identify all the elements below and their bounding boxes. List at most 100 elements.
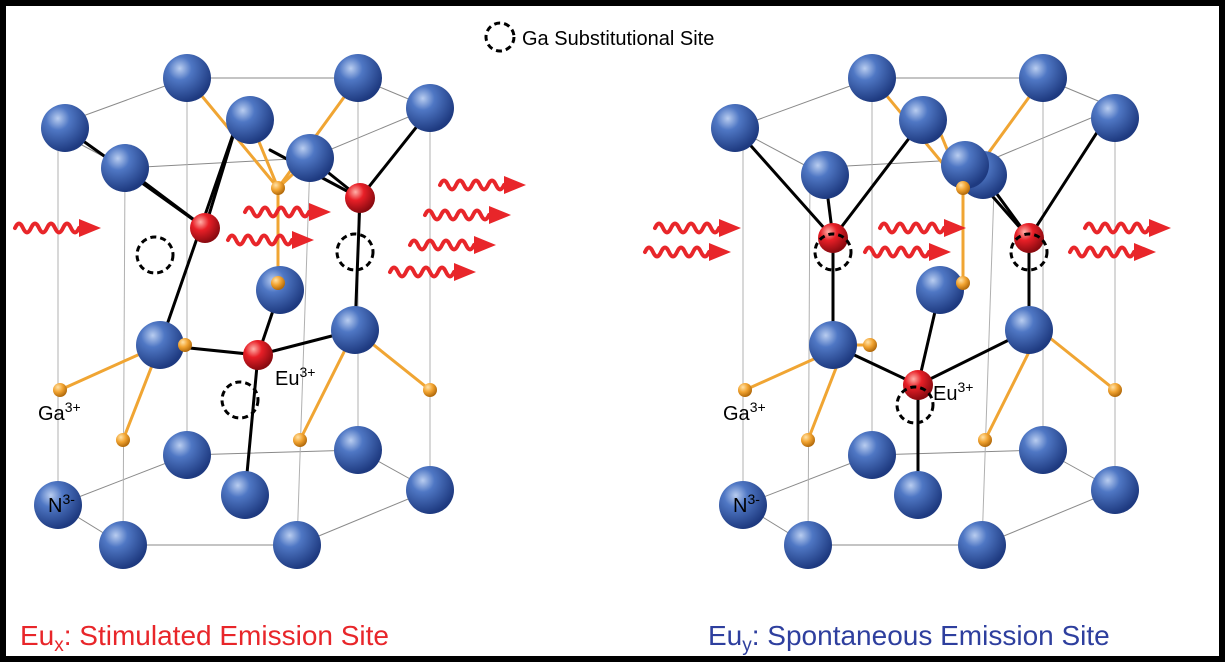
europium-atom	[818, 223, 848, 253]
nitrogen-atom	[273, 521, 321, 569]
eu-ion-label: Eu3+	[933, 379, 973, 405]
eu-n-bond	[733, 126, 835, 240]
lattice-edge	[871, 449, 1044, 456]
caption-euy-sub: y	[742, 635, 752, 656]
ga-ion-label: Ga3+	[38, 399, 81, 425]
nitrogen-atom	[958, 521, 1006, 569]
lattice-vertical	[807, 169, 811, 546]
gallium-atom	[978, 433, 992, 447]
nitrogen-atom	[163, 431, 211, 479]
lattice-edge	[124, 157, 311, 169]
ga-ion-label: Ga3+	[723, 399, 766, 425]
photon-arrow	[878, 219, 966, 237]
caption-euy-main: Eu	[708, 620, 742, 651]
gallium-atom	[801, 433, 815, 447]
nitrogen-atom	[163, 54, 211, 102]
caption-eux-rest: : Stimulated Emission Site	[64, 620, 389, 651]
lattice-vertical	[981, 159, 996, 546]
nitrogen-atom	[809, 321, 857, 369]
caption-euy: Euy: Spontaneous Emission Site	[708, 620, 1110, 656]
lattice-vertical	[296, 159, 311, 546]
gallium-atom	[293, 433, 307, 447]
eu-n-bond	[1027, 118, 1107, 240]
legend: Ga Substitutional Site	[484, 21, 714, 53]
ga-substitutional-site	[895, 385, 935, 425]
nitrogen-atom	[334, 426, 382, 474]
nitrogen-atom	[101, 144, 149, 192]
nitrogen-atom	[99, 521, 147, 569]
ga-substitutional-site	[135, 235, 175, 275]
lattice-edge	[186, 449, 359, 456]
n-ion-label: N3-	[48, 491, 75, 517]
n-ion-label: N3-	[733, 491, 760, 517]
nitrogen-atom	[334, 54, 382, 102]
left-panel-eux: Eu3+ Ga3+ N3-	[13, 54, 526, 569]
gallium-atom	[423, 383, 437, 397]
nitrogen-atom	[1019, 426, 1067, 474]
photon-arrow	[643, 243, 731, 261]
nitrogen-atom	[1019, 54, 1067, 102]
nitrogen-atom	[331, 306, 379, 354]
caption-eux-main: Eu	[20, 620, 54, 651]
eu-ion-label: Eu3+	[275, 364, 315, 390]
nitrogen-atom	[286, 134, 334, 182]
nitrogen-atom	[801, 151, 849, 199]
substitutional-site-icon	[484, 21, 516, 53]
photon-arrow	[226, 231, 314, 249]
caption-euy-rest: : Spontaneous Emission Site	[752, 620, 1110, 651]
nitrogen-atom	[41, 104, 89, 152]
nitrogen-atom	[1091, 466, 1139, 514]
gallium-atom	[863, 338, 877, 352]
photon-arrow	[243, 203, 331, 221]
gallium-atom	[116, 433, 130, 447]
nitrogen-atom	[34, 481, 82, 529]
gallium-atom	[956, 276, 970, 290]
europium-atom	[1014, 223, 1044, 253]
europium-atom	[243, 340, 273, 370]
ga-substitutional-site	[813, 232, 853, 272]
lattice-vertical	[122, 169, 126, 546]
ga-n-bond	[1038, 328, 1117, 392]
nitrogen-atom	[848, 431, 896, 479]
photon-arrow	[1083, 219, 1171, 237]
nitrogen-atom	[226, 96, 274, 144]
nitrogen-atom	[894, 471, 942, 519]
nitrogen-atom	[136, 321, 184, 369]
europium-atom	[903, 370, 933, 400]
photon-arrow	[1068, 243, 1156, 261]
eu-n-bond	[831, 118, 925, 240]
ga-substitutional-site	[220, 380, 260, 420]
nitrogen-atom	[256, 266, 304, 314]
legend-label: Ga Substitutional Site	[522, 28, 714, 50]
gallium-atom	[1108, 383, 1122, 397]
nitrogen-atom	[899, 96, 947, 144]
gallium-atom	[178, 338, 192, 352]
photon-arrow	[423, 206, 511, 224]
nitrogen-atom	[719, 481, 767, 529]
nitrogen-atom	[1091, 94, 1139, 142]
photon-arrow	[388, 263, 476, 281]
gallium-atom	[53, 383, 67, 397]
gallium-atom	[271, 181, 285, 195]
europium-atom	[190, 213, 220, 243]
gallium-atom	[271, 276, 285, 290]
nitrogen-atom	[848, 54, 896, 102]
photon-arrow	[438, 176, 526, 194]
nitrogen-atom	[406, 84, 454, 132]
photon-arrow	[863, 243, 951, 261]
right-panel-euy: Eu3+ Ga3+ N3-	[643, 54, 1171, 569]
gallium-atom	[956, 181, 970, 195]
nitrogen-atom	[941, 141, 989, 189]
nitrogen-atom	[406, 466, 454, 514]
nitrogen-atom	[1005, 306, 1053, 354]
nitrogen-atom	[784, 521, 832, 569]
europium-atom	[345, 183, 375, 213]
nitrogen-atom	[916, 266, 964, 314]
ga-substitutional-site	[1009, 232, 1049, 272]
nitrogen-atom	[221, 471, 269, 519]
gallium-atom	[738, 383, 752, 397]
caption-eux-sub: x	[54, 635, 64, 656]
nitrogen-atom	[711, 104, 759, 152]
photon-arrow	[13, 219, 101, 237]
